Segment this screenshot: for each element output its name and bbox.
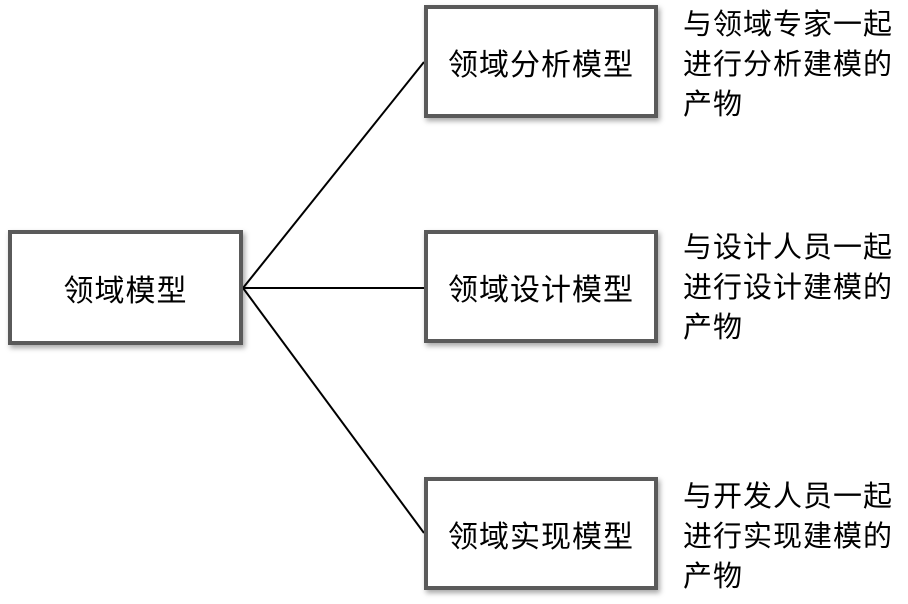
connector-root-to-implementation (242, 287, 425, 534)
node-domain-analysis-model: 领域分析模型 (424, 5, 658, 118)
note-line: 进行设计建模的 (683, 272, 894, 304)
node-domain-analysis-model-label: 领域分析模型 (448, 48, 634, 82)
note-line: 与开发人员一起 (683, 481, 894, 513)
node-domain-model: 领域模型 (8, 230, 243, 345)
node-domain-implementation-model-label: 领域实现模型 (448, 520, 634, 554)
node-domain-model-label: 领域模型 (63, 274, 188, 308)
note-line: 进行实现建模的 (683, 521, 894, 553)
note-line: 与设计人员一起 (683, 232, 894, 264)
note-domain-analysis: 与领域专家一起 进行分析建模的 产物 (683, 5, 905, 125)
note-line: 与领域专家一起 (683, 9, 894, 41)
note-line: 产物 (683, 312, 744, 344)
note-domain-design: 与设计人员一起 进行设计建模的 产物 (683, 228, 905, 348)
connector-root-to-analysis (242, 61, 425, 289)
node-domain-design-model-label: 领域设计模型 (448, 273, 634, 307)
note-line: 进行分析建模的 (683, 49, 894, 81)
note-line: 产物 (683, 561, 744, 593)
note-domain-implementation: 与开发人员一起 进行实现建模的 产物 (683, 477, 905, 597)
node-domain-design-model: 领域设计模型 (424, 230, 658, 343)
node-domain-implementation-model: 领域实现模型 (424, 477, 658, 590)
note-line: 产物 (683, 89, 744, 121)
